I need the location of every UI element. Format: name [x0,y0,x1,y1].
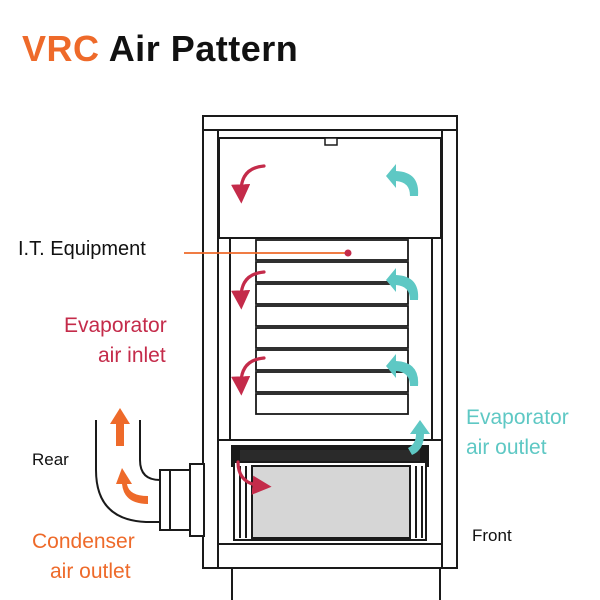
evaporator-outlet-label-line2: air outlet [466,436,547,459]
evaporator-inlet-label-line1: Evaporator [64,314,167,337]
condenser-outlet-label-line2: air outlet [50,560,131,583]
rack-slot [255,349,409,371]
teal-curved-arrow [386,268,419,300]
title-rest: Air Pattern [108,28,299,69]
top-box [218,137,442,239]
evaporator-outlet-label-line1: Evaporator [466,406,569,429]
rack-slot [255,261,409,283]
rack-slot [255,371,409,393]
it-equipment-leader [184,249,352,257]
red-curved-arrow [236,460,272,495]
red-curved-arrow [231,164,266,204]
it-equipment-rack [255,239,409,415]
page-title: VRC Air Pattern [22,28,298,70]
rack-slot [255,305,409,327]
teal-curved-arrow [386,164,419,196]
condenser-outlet-label-line1: Condenser [32,530,135,553]
orange-curved-arrow [116,468,148,504]
orange-straight-arrow [110,408,130,446]
evaporator-outlet-arrows [386,164,430,455]
condenser-outlet-arrows [110,408,148,504]
evaporator-inlet-label-line2: air inlet [98,344,166,367]
legs [231,568,441,600]
rack-slot [255,283,409,305]
rack-slot [255,393,409,415]
rack-walls [229,238,433,444]
rear-label: Rear [32,450,69,469]
teal-curved-arrow [386,354,419,386]
title-accent: VRC [22,28,100,69]
rear-duct [95,420,205,537]
red-curved-arrow [231,270,266,310]
red-curved-arrow [231,356,266,396]
evaporator-inlet-arrows [231,164,272,495]
it-equipment-label: I.T. Equipment [18,238,146,260]
teal-curved-arrow [408,420,430,455]
rack-slot [255,239,409,261]
condenser-unit [217,439,443,545]
front-label: Front [472,526,512,545]
rack-slot [255,327,409,349]
